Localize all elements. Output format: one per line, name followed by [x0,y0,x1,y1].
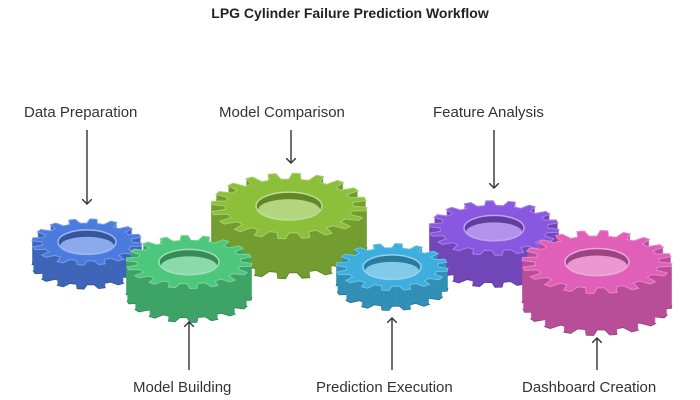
label-dashboard-creation: Dashboard Creation [522,379,657,396]
label-model-building: Model Building [133,379,232,396]
gear-hole-inner [60,236,114,256]
gear-hole-inner [258,199,320,221]
gear-prediction-execution [335,242,449,311]
gear-layer [31,172,673,336]
gear-hole-rim [255,191,323,221]
gear-hole-inner [365,261,419,281]
gear-hole-rim [564,247,630,277]
gear-feature-analysis [428,200,560,288]
gear-hole-inner [567,255,627,277]
gear-hole-inner [466,222,522,242]
gear-hole-rim [158,248,220,276]
label-data-preparation: Data Preparation [24,104,138,121]
gear-data-preparation [31,218,143,290]
arrow-layer [87,130,597,370]
gear-hole-rim [463,214,525,242]
gear-model-building [125,234,253,323]
gear-dashboard-creation [521,229,673,336]
label-feature-analysis: Feature Analysis [433,104,544,121]
diagram-title: LPG Cylinder Failure Prediction Workflow [211,5,489,21]
gear-hole-inner [161,256,217,276]
label-model-comparison: Model Comparison [219,104,345,121]
gear-hole-rim [362,254,422,280]
label-prediction-execution: Prediction Execution [316,379,453,396]
gear-hole-rim [57,229,117,255]
